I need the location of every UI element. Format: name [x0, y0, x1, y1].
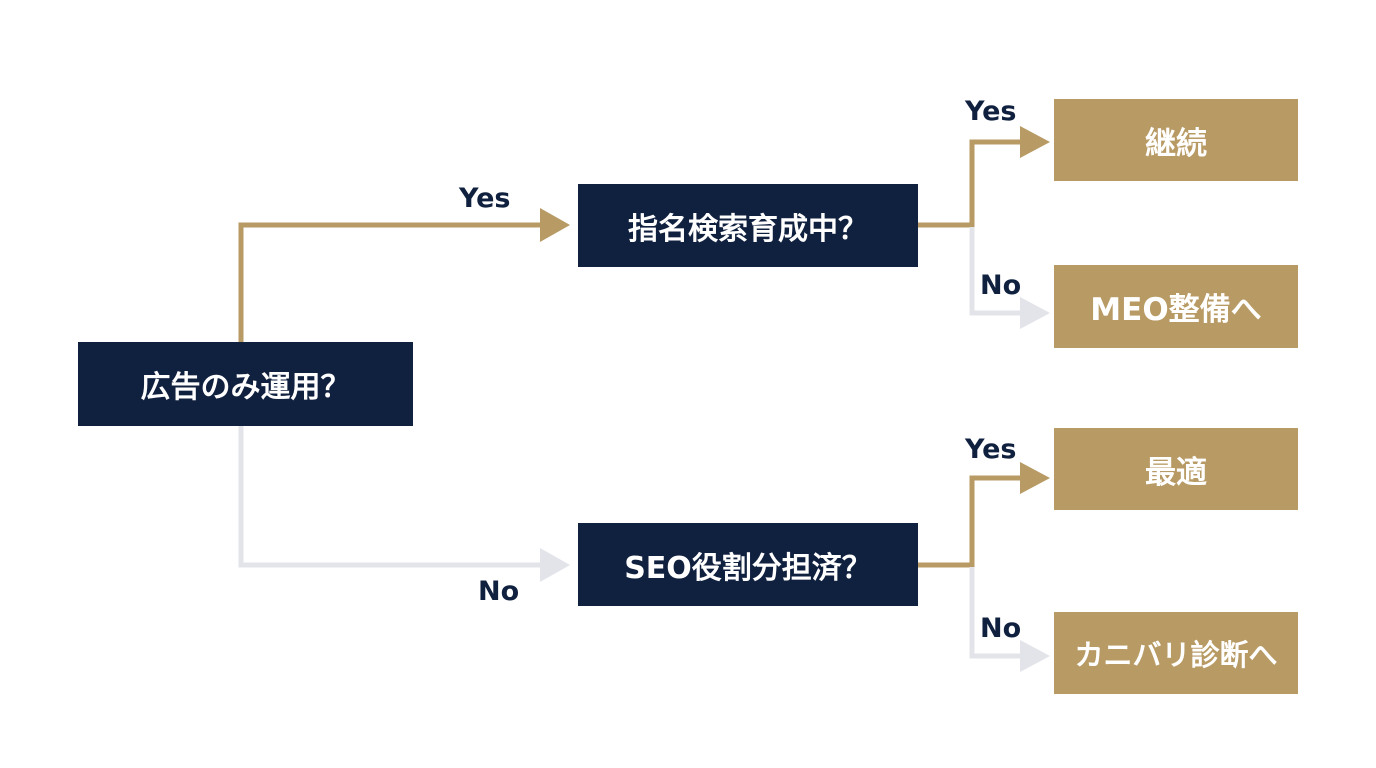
label-brand-no: No [980, 270, 1022, 301]
node-outcome-optimal: 最適 [1054, 428, 1298, 510]
arrowhead-root-yes [540, 208, 570, 242]
arrowhead-brand-yes [1020, 126, 1050, 158]
label-seo-no: No [980, 613, 1022, 644]
label-seo-yes: Yes [965, 434, 1017, 465]
arrowhead-brand-no [1020, 297, 1050, 329]
edge-brand-yes [918, 139, 1024, 228]
node-brand-search-question: 指名検索育成中？ [578, 184, 918, 267]
node-outcome-continue: 継続 [1054, 99, 1298, 181]
node-outcome-cannibal: カニバリ診断へ [1054, 612, 1298, 694]
label-brand-yes: Yes [965, 96, 1017, 127]
node-root-question: 広告のみ運用？ [78, 342, 413, 426]
arrowhead-root-no [540, 548, 570, 582]
edge-root-no [238, 426, 545, 568]
edge-root-yes [238, 222, 545, 342]
label-root-yes: Yes [459, 183, 511, 214]
arrowhead-seo-no [1020, 640, 1050, 672]
node-outcome-meo: MEO整備へ [1054, 265, 1298, 348]
arrowhead-seo-yes [1020, 462, 1050, 494]
edge-brand-no [969, 227, 1024, 316]
edge-seo-no [969, 567, 1024, 659]
label-root-no: No [478, 576, 520, 607]
edge-seo-yes [918, 475, 1024, 568]
node-seo-division-question: SEO役割分担済？ [578, 523, 918, 606]
